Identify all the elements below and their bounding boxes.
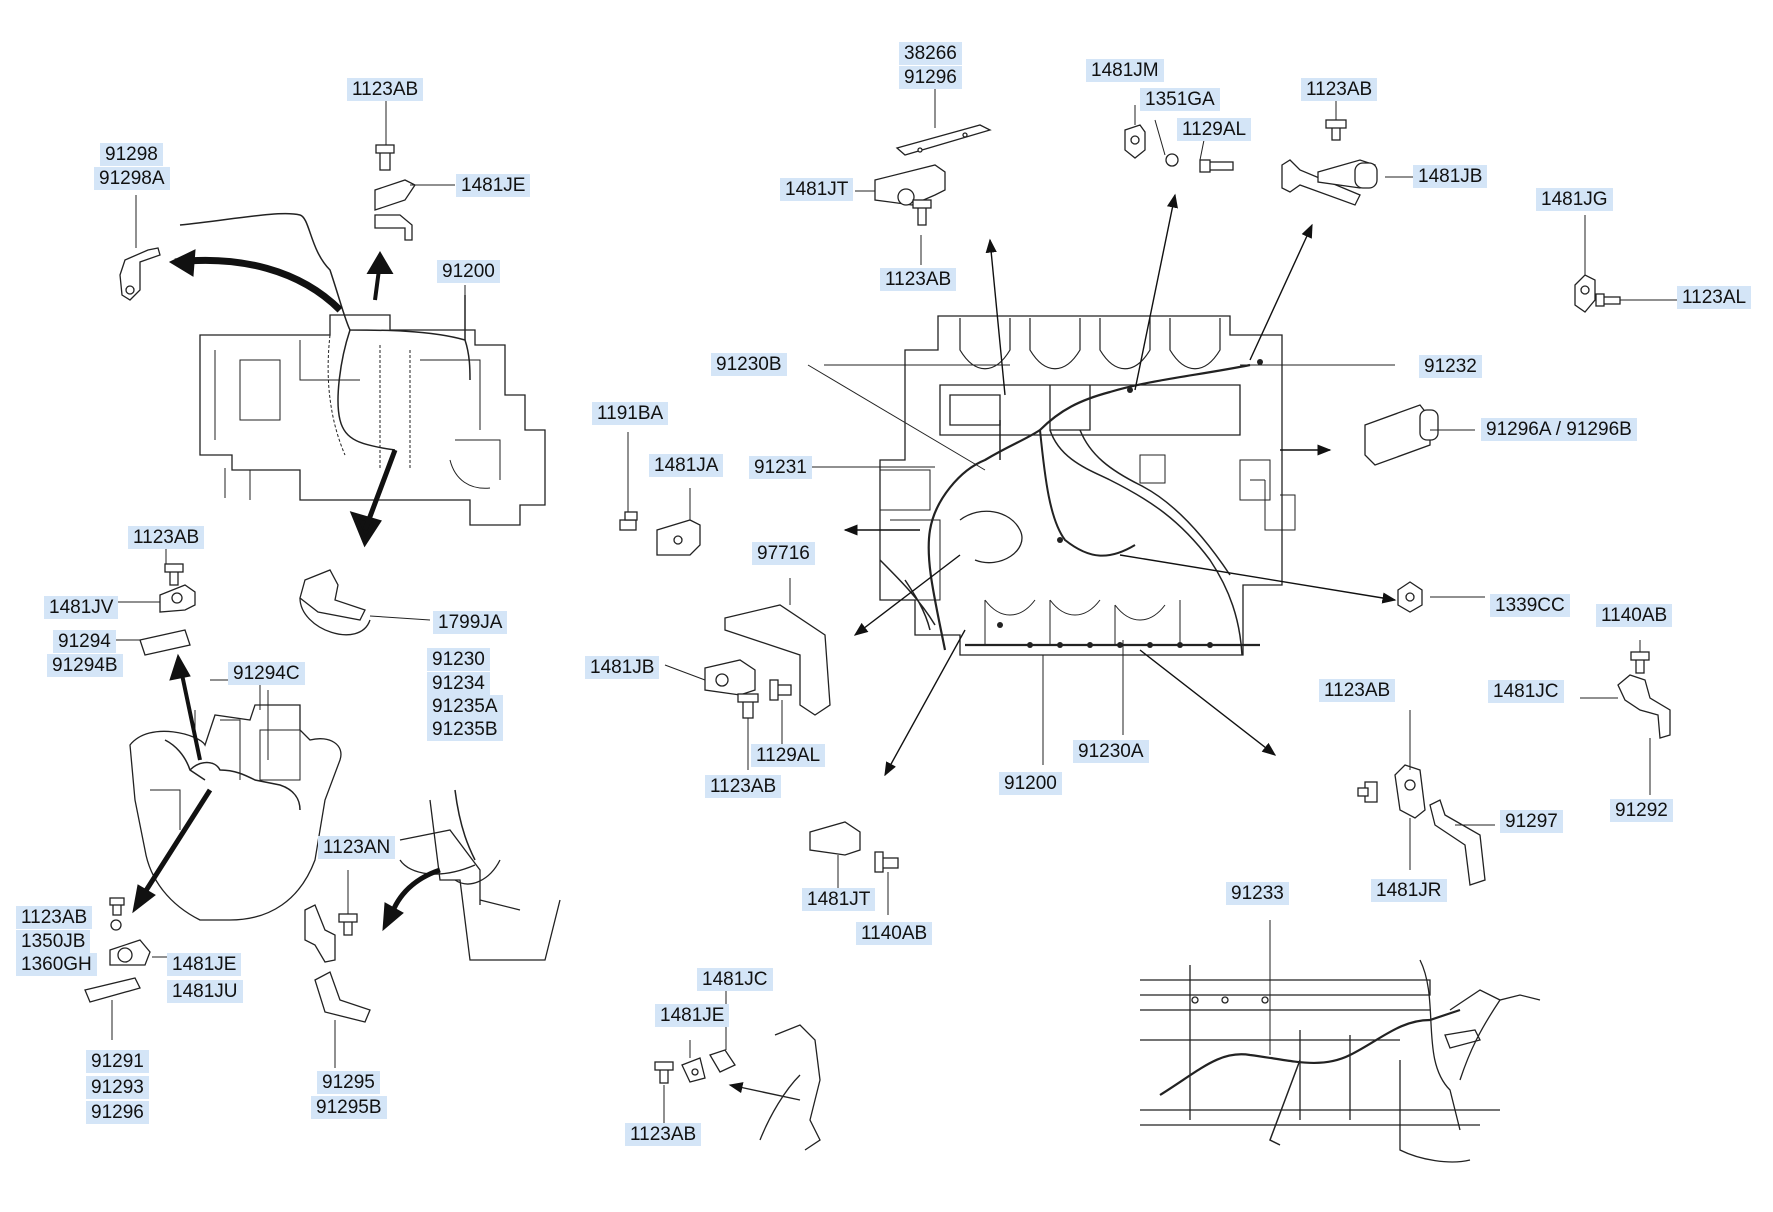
part-label: 91200 [999,772,1062,795]
part-label: 91233 [1226,882,1289,905]
part-label: 91230B [711,353,787,376]
part-label: 91298 [100,143,163,166]
part-label: 1140AB [1596,604,1673,627]
part-label: 91230A [1073,740,1149,763]
part-label: 91295B [311,1096,387,1119]
part-label: 1481JC [1488,680,1564,703]
part-label: 1140AB [856,922,933,945]
part-label: 38266 [899,42,962,65]
part-label: 91231 [749,456,812,479]
part-label: 1123AB [625,1123,702,1146]
part-label: 1129AL [751,744,826,767]
part-label: 91297 [1500,810,1563,833]
part-label: 1360GH [16,953,97,976]
part-label: 1123AB [1301,78,1378,101]
part-label: 1481JE [655,1004,730,1027]
part-label: 91232 [1419,355,1482,378]
part-label: 1481JV [44,596,119,619]
part-label: 1481JG [1536,188,1613,211]
part-label: 1123AB [1319,679,1396,702]
part-label: 1123AN [318,836,396,859]
part-label: 1123AB [880,268,957,291]
part-label: 1481JE [167,953,242,976]
part-label: 1799JA [433,611,508,634]
part-label: 91292 [1610,799,1673,822]
part-label: 1481JA [649,454,724,477]
part-label: 1123AB [16,906,93,929]
part-label: 91296 [899,66,962,89]
part-label: 91295 [317,1071,380,1094]
part-label: 91230 [427,648,490,671]
part-label: 1481JT [780,178,854,201]
part-label: 91294B [47,654,123,677]
part-label: 1481JM [1086,59,1164,82]
part-label: 1481JR [1371,879,1447,902]
part-label: 1339CC [1490,594,1570,617]
part-label: 1123AL [1677,286,1752,309]
part-label: 1481JB [585,656,660,679]
part-label: 91235B [427,718,503,741]
part-label: 91293 [86,1076,149,1099]
engine-lower-left [129,679,342,921]
chassis-bottom-right [1140,959,1541,1163]
part-label: 91294 [53,630,116,653]
part-label: 91291 [86,1050,149,1073]
part-label: 97716 [752,542,815,565]
part-label: 1123AB [705,775,782,798]
part-label: 1481JU [167,980,243,1003]
part-label: 91294C [228,662,305,685]
part-label: 1481JE [456,174,531,197]
part-label: 91235A [427,695,503,718]
engine-center [879,315,1296,656]
part-label: 1191BA [592,402,669,425]
part-label: 1481JT [802,888,876,911]
part-label: 1129AL [1177,118,1252,141]
part-label: 1351GA [1140,88,1220,111]
part-label: 91296A / 91296B [1481,418,1637,441]
part-label: 91298A [94,167,170,190]
part-label: 91296 [86,1101,149,1124]
part-label: 1481JB [1413,165,1488,188]
part-label: 1123AB [347,78,424,101]
part-label: 1350JB [16,930,91,953]
part-label: 1481JC [697,968,773,991]
part-label: 91234 [427,672,490,695]
part-label: 91200 [437,260,500,283]
engine-top-left [179,212,546,526]
part-label: 1123AB [128,526,205,549]
